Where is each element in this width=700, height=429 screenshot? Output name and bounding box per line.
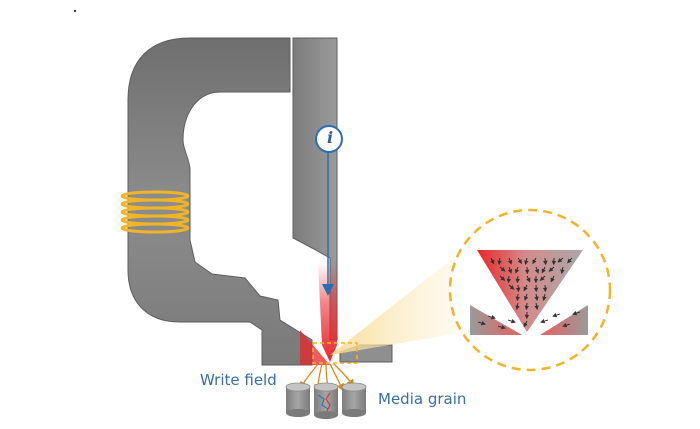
magnetization-arrow	[542, 293, 547, 302]
magnetization-arrow	[515, 302, 520, 311]
magnetization-arrow	[515, 275, 520, 284]
media-grain-label: Media grain	[378, 390, 467, 408]
magnetization-arrow	[523, 320, 528, 328]
magnetization-arrow	[550, 275, 555, 283]
magnetization-arrow	[507, 318, 516, 324]
magnetization-arrow	[539, 275, 546, 282]
magnetization-arrow	[540, 318, 549, 324]
magnetization-arrow	[523, 293, 529, 301]
magnetization-arrow	[534, 293, 539, 302]
current-symbol-circle	[315, 125, 343, 153]
magnetization-arrow	[562, 322, 571, 328]
current-label: i	[326, 128, 334, 147]
media-grain-right	[341, 382, 367, 417]
magnetization-arrow	[560, 266, 565, 275]
magnetization-arrow	[497, 324, 506, 330]
magnetization-arrows	[477, 257, 581, 330]
media-grain-left	[285, 382, 311, 417]
magnetization-arrow	[497, 257, 502, 266]
magnetization-arrow	[524, 257, 529, 266]
write-gap-glow	[300, 330, 330, 365]
magnetization-arrow	[477, 320, 486, 326]
magnetization-arrow	[534, 266, 540, 274]
speck	[74, 10, 76, 12]
magnetization-arrow	[567, 257, 573, 264]
magnetization-arrow	[543, 257, 548, 266]
magnetization-arrow	[507, 257, 513, 265]
magnetization-arrow	[572, 310, 581, 316]
magnetization-arrow	[526, 275, 531, 283]
magnetization-arrow	[490, 257, 495, 265]
magnetization-arrow	[499, 266, 506, 272]
magnetization-arrow	[515, 293, 520, 302]
write-field-label: Write field	[200, 371, 277, 389]
magnetization-arrow	[514, 266, 520, 274]
magnetization-arrow	[508, 284, 515, 290]
zoom-left-shield	[470, 305, 522, 335]
magnetization-arrow	[507, 266, 513, 274]
write-coil	[120, 190, 190, 234]
media-grain-center	[313, 382, 339, 419]
magnetization-arrow	[541, 266, 546, 274]
zoom-source-box	[312, 342, 358, 364]
magnetization-arrow	[548, 266, 555, 272]
magnetization-arrow	[534, 302, 539, 311]
zoom-beam	[330, 245, 478, 355]
magnetization-arrow	[532, 257, 537, 265]
magnetization-arrow	[523, 284, 528, 292]
magnetization-arrow	[487, 314, 496, 320]
magnetization-arrow	[552, 312, 561, 318]
magnetization-arrow	[557, 257, 564, 263]
magnetization-arrow	[499, 275, 506, 281]
magnetization-arrow	[517, 257, 522, 265]
